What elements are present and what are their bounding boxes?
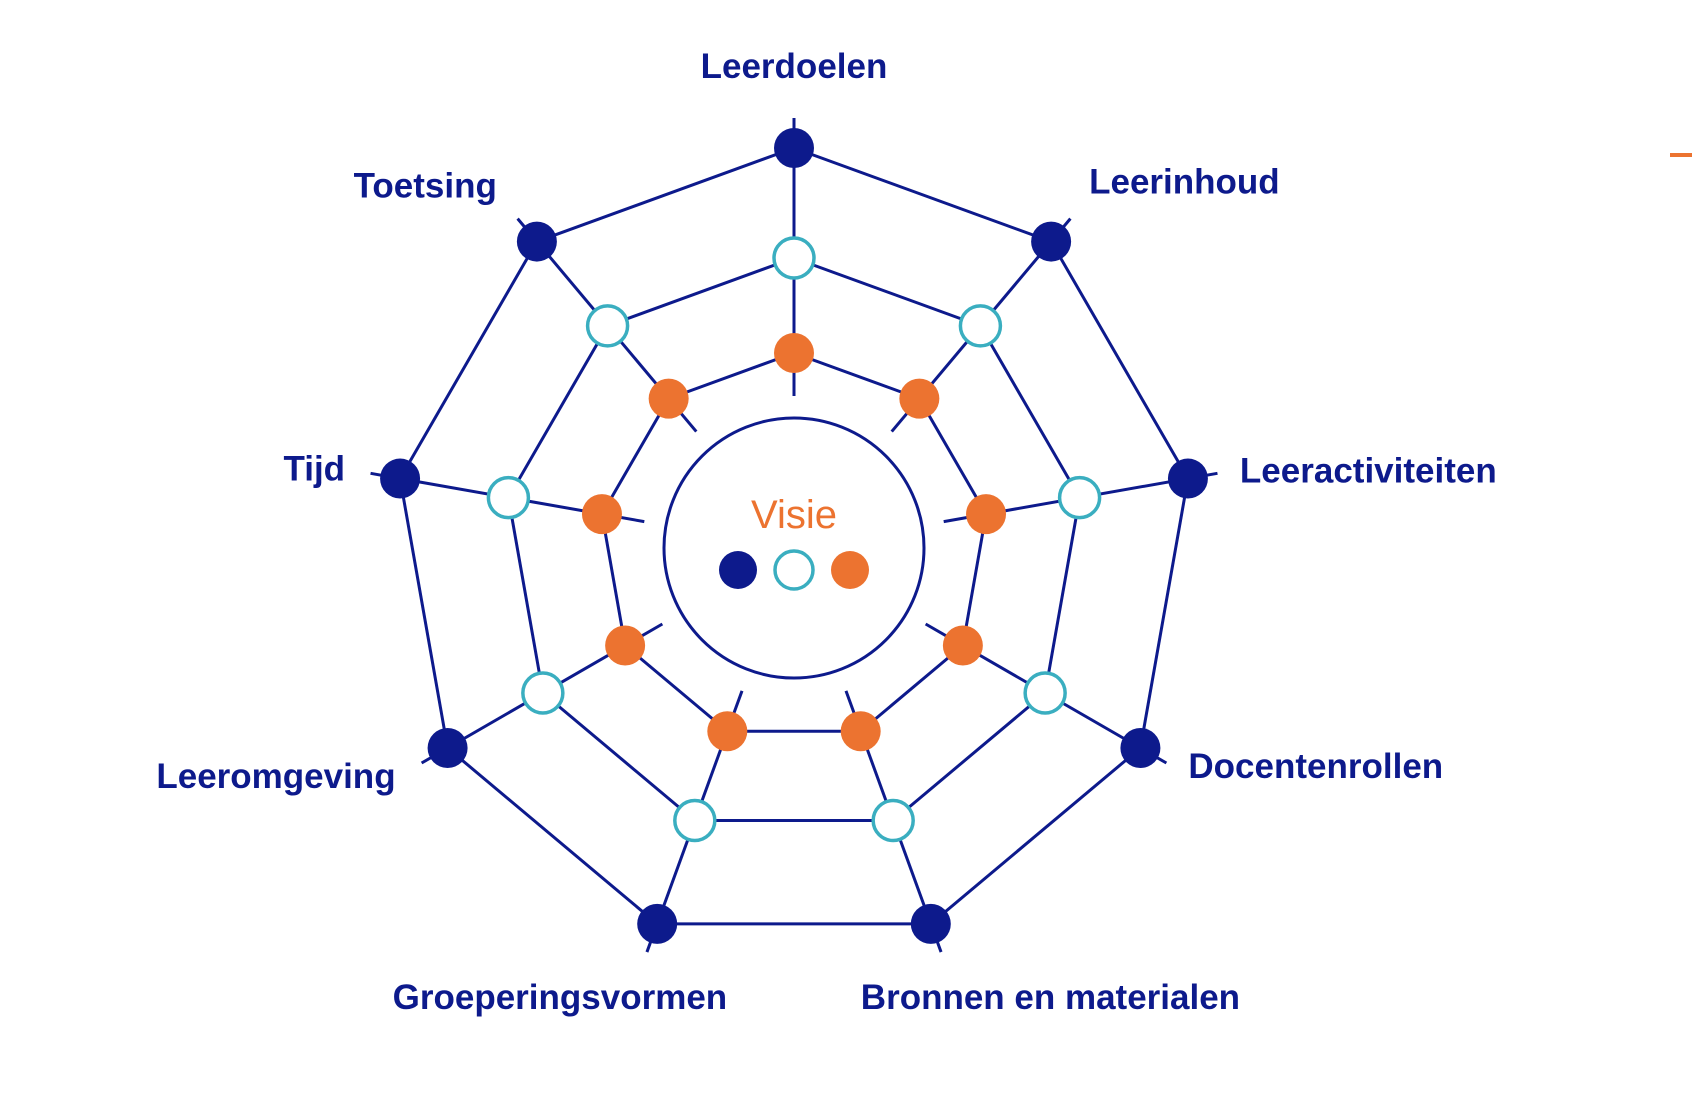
spoke-label-tijd: Tijd: [283, 450, 345, 489]
inner-node: [648, 378, 689, 419]
vision-circle: [662, 416, 926, 680]
spoke-label-bronnen-en-materialen: Bronnen en materialen: [861, 978, 1240, 1017]
middle-node: [585, 304, 630, 348]
outer-node: [427, 728, 468, 768]
outer-node: [774, 128, 814, 168]
ring-inner-edge: [600, 513, 627, 646]
ring-inner-edge: [859, 644, 964, 733]
spoke-labels: Leerdoelen Leerinhoud Leeractiviteiten D…: [156, 47, 1496, 1017]
ring-middle-edge: [607, 256, 795, 328]
ring-inner-edge: [793, 351, 920, 401]
ring-middle-edge: [541, 691, 696, 822]
ring-middle-edge: [507, 325, 609, 499]
ring-inner-edge: [668, 351, 795, 401]
ring-middle-edge: [506, 497, 545, 694]
outer-node: [1031, 221, 1072, 262]
outer-node: [1120, 728, 1161, 768]
center-filled-dot: [719, 551, 757, 589]
ring-middle-edge: [1043, 497, 1082, 694]
ring-outer-edge: [1049, 240, 1190, 480]
outer-node: [516, 221, 557, 262]
ring-outer-edge: [536, 146, 795, 243]
spoke-label-leerinhoud: Leerinhoud: [1089, 163, 1280, 202]
middle-node: [1057, 475, 1102, 520]
center-dots: [719, 549, 869, 591]
ring-middle-edge: [979, 325, 1081, 499]
ring-outer-edge: [398, 240, 539, 480]
ring-outer-edge: [1138, 478, 1190, 749]
center-label-visie: Visie: [751, 493, 837, 537]
inner-node: [707, 711, 748, 752]
ring-outer-edge: [793, 146, 1052, 243]
outer-node: [637, 903, 678, 944]
outer-node: [910, 903, 951, 944]
inner-node: [942, 625, 983, 666]
ring-inner-edge: [624, 644, 729, 733]
spoke-label-groeperingsvormen: Groeperingsvormen: [393, 978, 728, 1017]
center-orange-dot: [831, 551, 869, 589]
middle-node: [673, 798, 717, 843]
ring-inner-edge: [600, 397, 670, 515]
inner-node: [605, 625, 646, 666]
middle-node: [486, 475, 531, 520]
middle-node: [871, 798, 915, 843]
spoke-label-leeromgeving: Leeromgeving: [156, 757, 395, 796]
middle-node: [1023, 671, 1067, 715]
spoke-label-leerdoelen: Leerdoelen: [701, 47, 888, 86]
outer-node: [1167, 458, 1208, 499]
center-hollow-dot: [773, 549, 815, 591]
inner-node: [966, 494, 1007, 535]
inner-node: [581, 494, 622, 535]
ring-outer-edge: [446, 746, 659, 926]
middle-node: [772, 236, 816, 280]
inner-node: [899, 378, 940, 419]
outer-node: [380, 458, 421, 499]
ring-inner-edge: [918, 397, 988, 515]
inner-node: [840, 711, 881, 752]
spoke-label-toetsing: Toetsing: [354, 167, 497, 206]
middle-node: [521, 671, 565, 715]
middle-node: [958, 304, 1003, 348]
inner-node: [774, 333, 814, 373]
orange-accent-line: [1670, 153, 1692, 157]
ring-middle-edge: [892, 691, 1047, 822]
web-nodes: [380, 128, 1208, 944]
spoke-label-docentenrollen: Docentenrollen: [1188, 747, 1443, 786]
ring-inner-edge: [961, 513, 988, 646]
ring-outer-edge: [929, 746, 1142, 926]
ring-outer-edge: [398, 478, 450, 749]
ring-middle-edge: [793, 256, 981, 328]
spoke-label-leeractiviteiten: Leeractiviteiten: [1240, 452, 1497, 491]
